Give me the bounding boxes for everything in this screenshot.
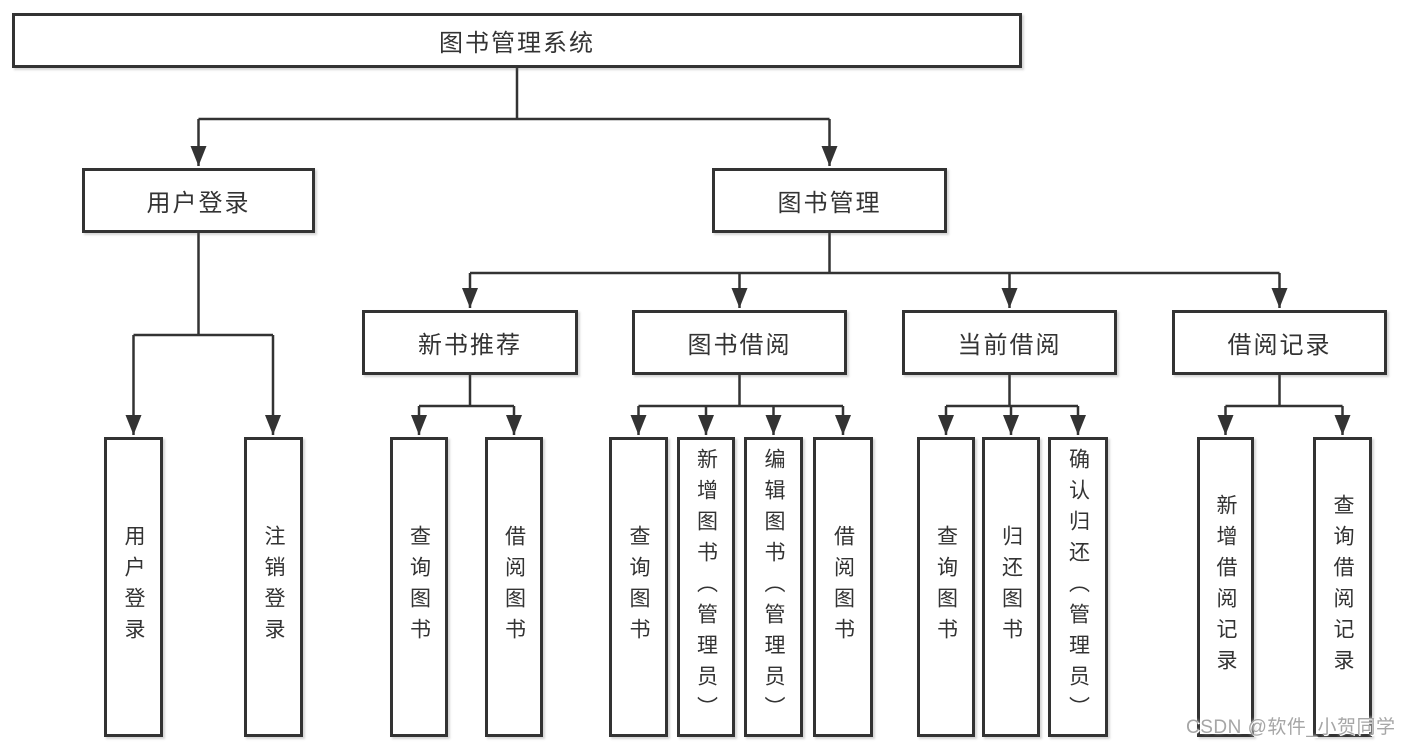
leaf-return-books: 归还图书 xyxy=(982,437,1040,737)
node-user-login: 用户登录 xyxy=(82,168,315,233)
leaf-query-books-current: 查询图书 xyxy=(917,437,975,737)
leaf-borrow-books: 借阅图书 xyxy=(813,437,873,737)
leaf-label: 借阅图书 xyxy=(831,525,855,649)
node-label: 图书管理 xyxy=(777,190,882,217)
leaf-query-borrow-record: 查询借阅记录 xyxy=(1313,437,1372,737)
node-library-management-system: 图书管理系统 xyxy=(12,13,1022,68)
node-label: 借阅记录 xyxy=(1227,332,1332,359)
leaf-label: 新增图书（管理员） xyxy=(694,447,718,727)
leaf-label: 注销登录 xyxy=(262,525,285,649)
leaf-label: 确认归还（管理员） xyxy=(1066,447,1090,727)
leaf-label: 查询图书 xyxy=(627,525,650,649)
node-current-borrowing: 当前借阅 xyxy=(902,310,1117,375)
leaf-label: 用户登录 xyxy=(122,525,145,649)
leaf-logout: 注销登录 xyxy=(244,437,303,737)
leaf-label: 查询图书 xyxy=(407,525,431,649)
leaf-label: 编辑图书（管理员） xyxy=(762,447,785,727)
node-label: 新书推荐 xyxy=(418,332,522,359)
node-label: 图书借阅 xyxy=(687,332,792,359)
leaf-borrow-books-recommend: 借阅图书 xyxy=(485,437,543,737)
leaf-query-books-recommend: 查询图书 xyxy=(390,437,448,737)
leaf-user-login: 用户登录 xyxy=(104,437,163,737)
node-new-book-recommend: 新书推荐 xyxy=(362,310,578,375)
node-book-management: 图书管理 xyxy=(712,168,947,233)
leaf-label: 查询图书 xyxy=(934,525,958,649)
leaf-add-books-admin: 新增图书（管理员） xyxy=(677,437,735,737)
leaf-edit-books-admin: 编辑图书（管理员） xyxy=(744,437,803,737)
leaf-label: 归还图书 xyxy=(999,525,1023,649)
node-book-borrowing: 图书借阅 xyxy=(632,310,847,375)
node-label: 当前借阅 xyxy=(957,332,1062,359)
leaf-label: 新增借阅记录 xyxy=(1214,494,1237,680)
leaf-confirm-return-admin: 确认归还（管理员） xyxy=(1048,437,1108,737)
node-label: 图书管理系统 xyxy=(439,30,595,57)
node-label: 用户登录 xyxy=(146,190,251,217)
leaf-query-books-borrow: 查询图书 xyxy=(609,437,668,737)
leaf-label: 查询借阅记录 xyxy=(1331,494,1354,680)
node-borrow-records: 借阅记录 xyxy=(1172,310,1387,375)
leaf-add-borrow-record: 新增借阅记录 xyxy=(1197,437,1254,737)
watermark: CSDN @软件_小贺同学 xyxy=(1186,717,1396,738)
leaf-label: 借阅图书 xyxy=(502,525,526,649)
